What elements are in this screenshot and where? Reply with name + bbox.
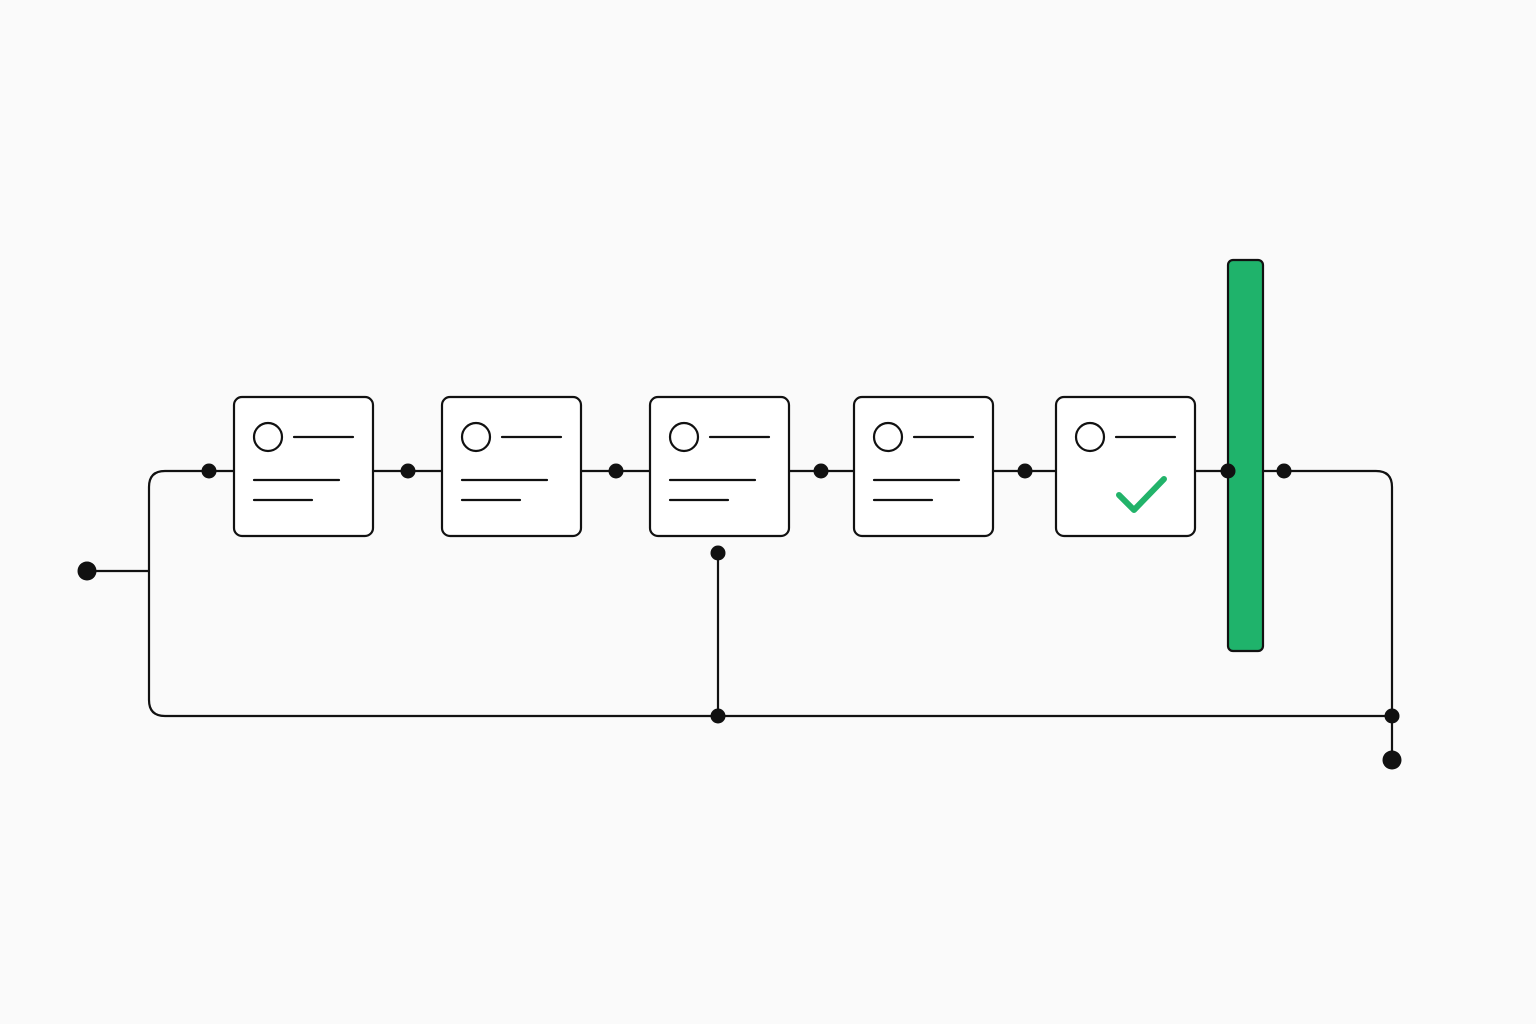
- avatar-circle: [872, 421, 904, 453]
- junction-dot: [400, 463, 416, 479]
- profile-icon: [460, 421, 563, 502]
- green-gate-bar: [1226, 258, 1265, 653]
- gate-layer: [1226, 258, 1265, 653]
- stage-cards: [232, 395, 1197, 538]
- junction-dot: [201, 463, 217, 479]
- junction-dot: [813, 463, 829, 479]
- avatar-circle: [668, 421, 700, 453]
- junction-dot: [1220, 463, 1236, 479]
- junction-dot: [710, 545, 726, 561]
- avatar-circle: [460, 421, 492, 453]
- input-node: [77, 561, 97, 581]
- card-frame: [648, 395, 791, 538]
- junction-dot: [1017, 463, 1033, 479]
- card-frame: [852, 395, 995, 538]
- profile-icon: [1074, 421, 1177, 453]
- output-node: [1382, 750, 1402, 770]
- junction-dot: [1276, 463, 1292, 479]
- avatar-circle: [252, 421, 284, 453]
- avatar-circle: [1074, 421, 1106, 453]
- stage-card-1: [232, 395, 375, 538]
- junction-dots: [77, 463, 1402, 770]
- junction-dot: [608, 463, 624, 479]
- card-frame: [1054, 395, 1197, 538]
- card-frame: [232, 395, 375, 538]
- card-frame: [440, 395, 583, 538]
- junction-dot: [1384, 708, 1400, 724]
- stage-card-2: [440, 395, 583, 538]
- junction-dot: [710, 708, 726, 724]
- stage-card-3: [648, 395, 791, 538]
- profile-icon: [668, 421, 771, 502]
- profile-icon: [872, 421, 975, 502]
- stage-card-4: [852, 395, 995, 538]
- stage-card-5: [1054, 395, 1197, 538]
- profile-icon: [252, 421, 355, 502]
- loop-wire: [147, 469, 1394, 718]
- checkmark-icon: [1116, 476, 1167, 513]
